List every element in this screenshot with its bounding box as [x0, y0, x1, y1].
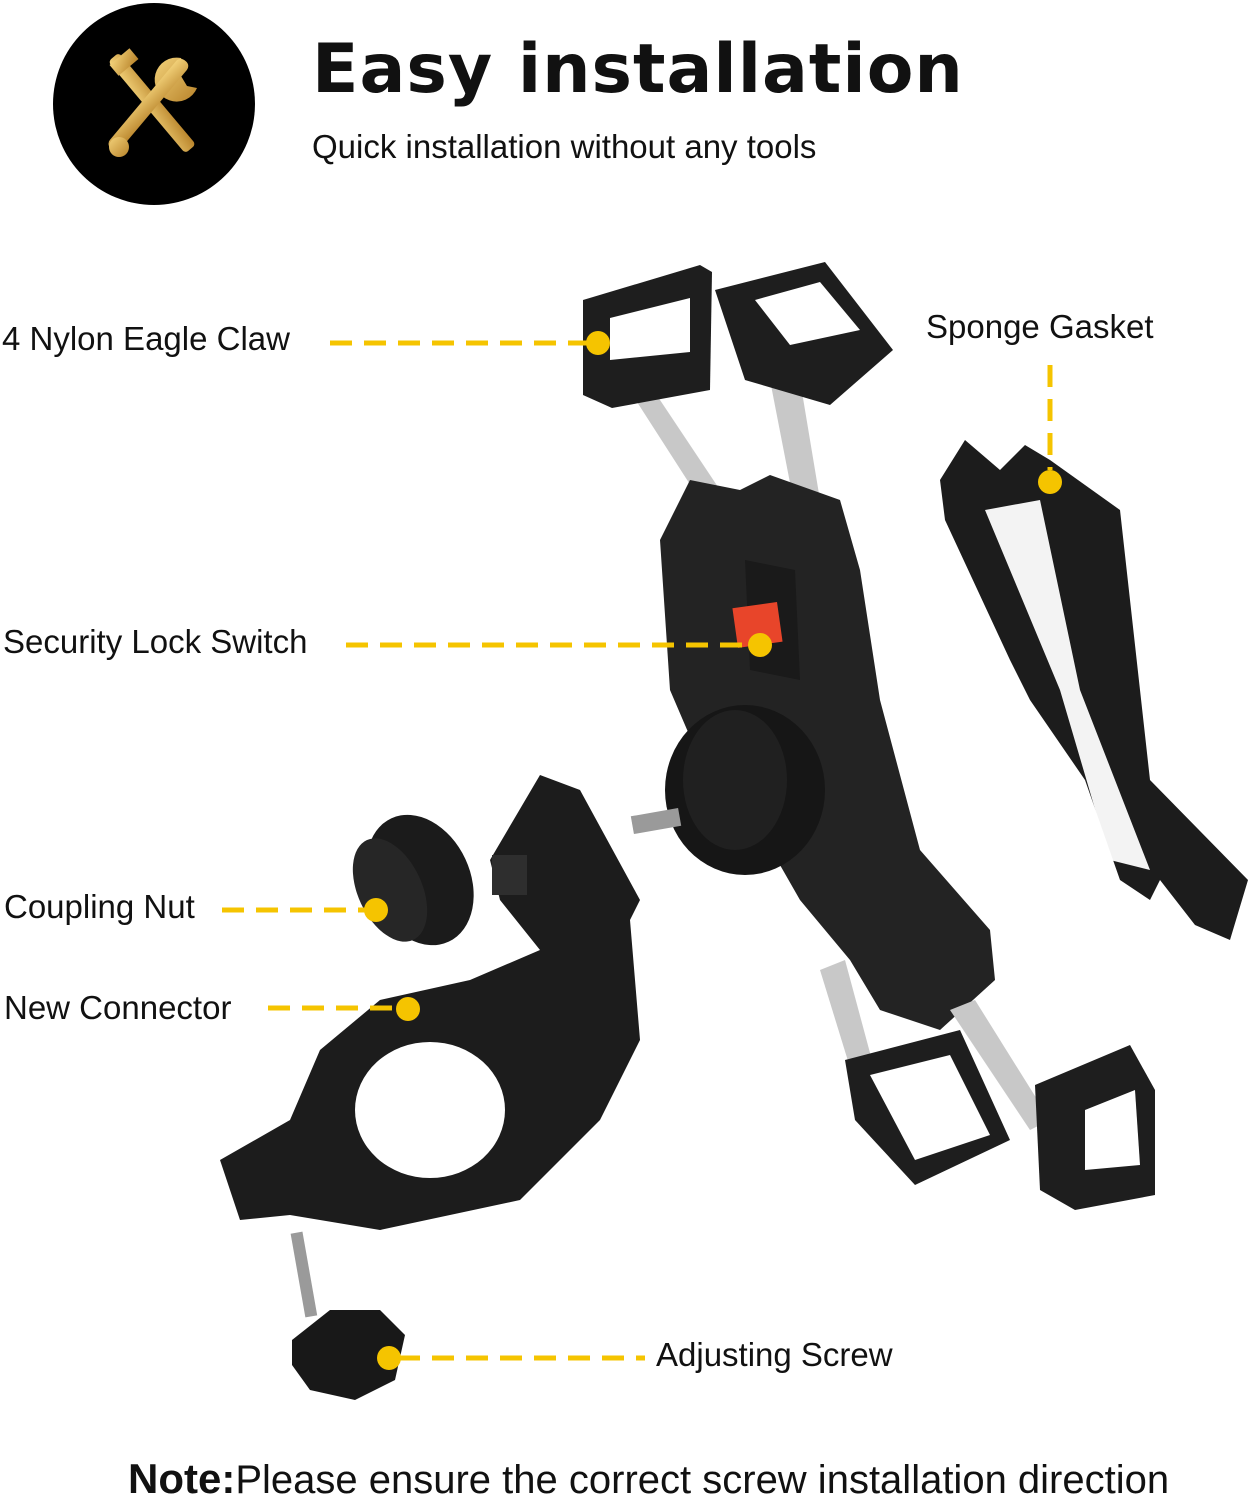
label-new-connector: New Connector	[4, 989, 232, 1026]
security-lock-switch	[732, 601, 783, 648]
threaded-stud	[630, 807, 682, 835]
page-title: Easy installation	[312, 30, 964, 109]
tools-badge	[53, 3, 255, 205]
callout-dot-gasket	[1038, 470, 1062, 494]
wrench-screwdriver-icon	[108, 48, 197, 157]
lower-claw-right	[950, 1000, 1155, 1210]
label-coupling-nut: Coupling Nut	[4, 888, 195, 925]
sponge-gasket	[940, 440, 1248, 940]
callout-dot-connector	[396, 997, 420, 1021]
page-subtitle: Quick installation without any tools	[312, 128, 817, 165]
installation-note: Note:Please ensure the correct screw ins…	[128, 1455, 1169, 1503]
callout-dot-claw	[586, 331, 610, 355]
callout-dot-lock	[748, 633, 772, 657]
new-connector	[220, 775, 640, 1230]
callout-dot-screw	[377, 1346, 401, 1370]
label-sponge-gasket: Sponge Gasket	[926, 308, 1154, 345]
upper-claw-left	[583, 265, 720, 500]
coupling-nut	[352, 814, 474, 946]
callout-lines	[222, 340, 1053, 1361]
note-prefix: Note:	[128, 1455, 236, 1502]
label-adjusting-screw: Adjusting Screw	[656, 1336, 893, 1373]
lower-claw-left	[820, 960, 1010, 1185]
note-text: Please ensure the correct screw installa…	[235, 1458, 1170, 1502]
label-nylon-eagle-claw: 4 Nylon Eagle Claw	[2, 320, 290, 357]
label-security-lock-switch: Security Lock Switch	[3, 623, 308, 660]
adjusting-screw	[290, 1231, 405, 1400]
callout-dot-nut	[364, 898, 388, 922]
